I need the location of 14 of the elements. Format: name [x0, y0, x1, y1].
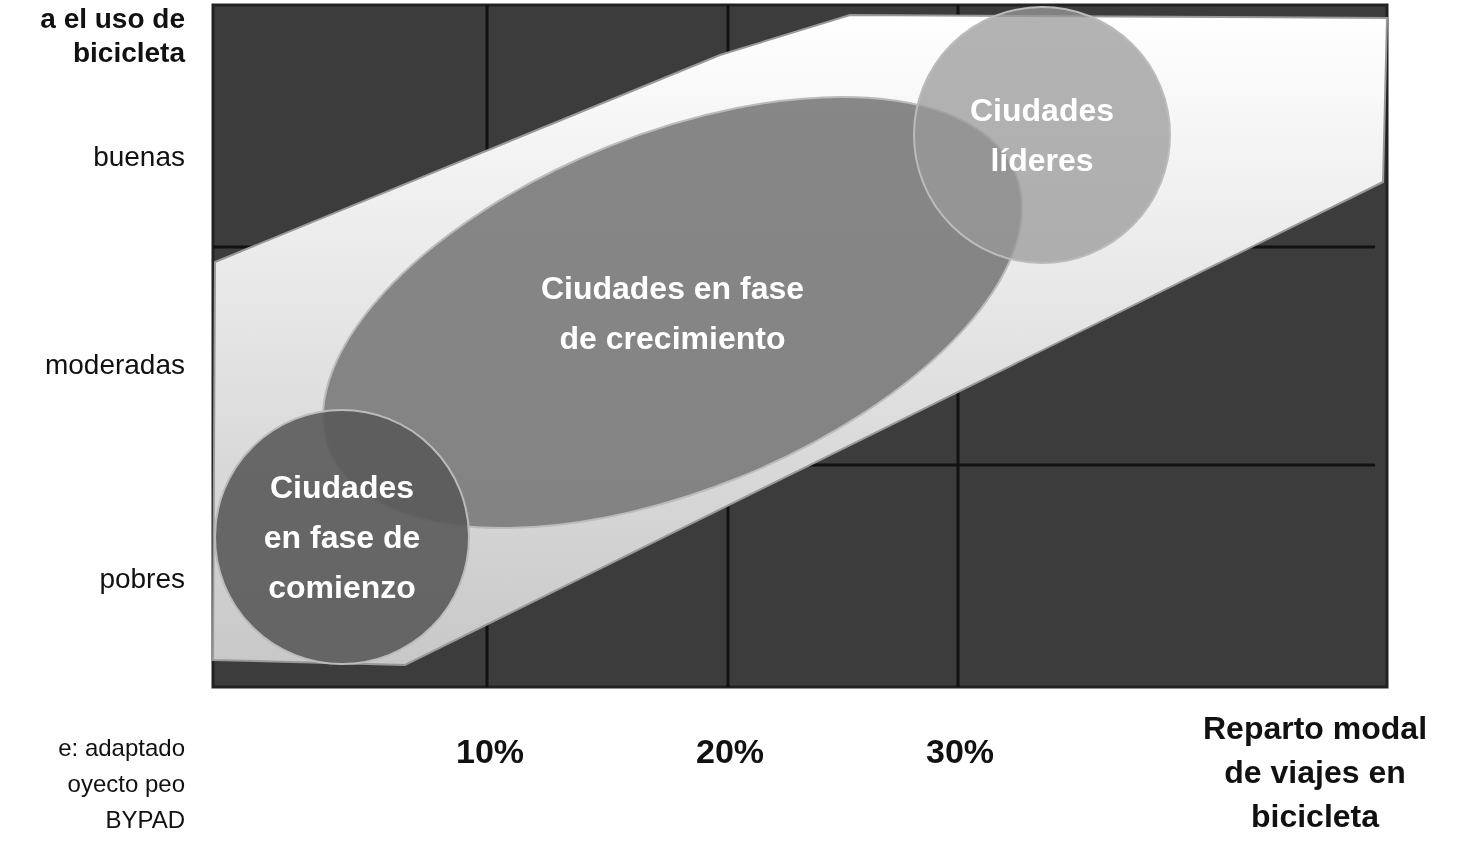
region-label: Ciudades en fase de crecimiento [539, 268, 806, 358]
axis-tick-label: buenas [92, 140, 185, 174]
axis-tick-label: 10% [454, 731, 526, 772]
circle-node [912, 5, 1172, 265]
region-label: Ciudades en fase de comienzo [262, 468, 422, 607]
axis-tick-label: moderadas [43, 348, 185, 382]
axis-tick-label: pobres [98, 562, 185, 596]
source-note: e: adaptado oyecto peo BYPAD [57, 733, 185, 835]
axis-tick-label: 20% [694, 731, 766, 772]
axis-tick-label: 30% [924, 731, 996, 772]
circle-node [213, 408, 471, 666]
axis-title: a el uso de bicicleta [39, 2, 185, 70]
region-label: Ciudades líderes [969, 91, 1115, 180]
axis-title: Reparto modal de viajes en bicicleta [1202, 709, 1428, 836]
